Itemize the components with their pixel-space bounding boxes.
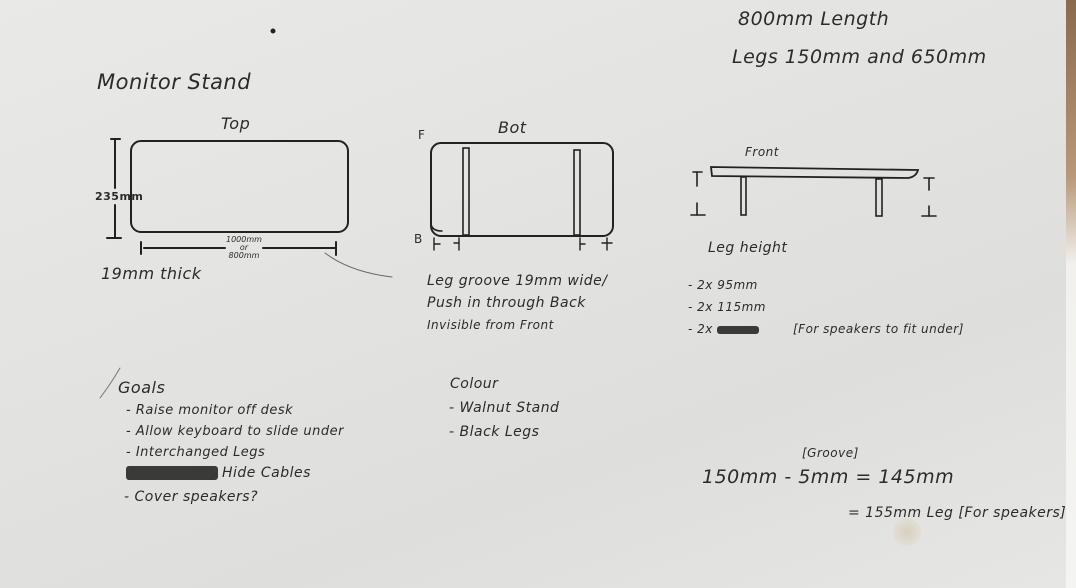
thickness-note: 19mm thick: [101, 264, 202, 283]
bottom-view-board: [430, 142, 614, 237]
goal-item: - Allow keyboard to slide under: [126, 424, 344, 439]
speaker-note: [For speakers to fit under]: [793, 322, 964, 336]
goal-item: - Cover speakers?: [124, 489, 259, 505]
bottom-view-label: Bot: [498, 118, 527, 137]
goal-item: - Interchanged Legs: [126, 445, 266, 460]
goal-item: - Raise monitor off desk: [126, 403, 294, 418]
front-marker: F: [418, 128, 426, 142]
goals-list: - Raise monitor off desk - Allow keyboar…: [124, 400, 344, 510]
groove-label: [Groove]: [802, 446, 859, 460]
groove-note: Invisible from Front: [427, 318, 554, 332]
colour-list: - Walnut Stand - Black Legs: [449, 396, 559, 444]
colour-title: Colour: [450, 376, 499, 392]
goals-title: Goals: [118, 378, 166, 397]
leg-height-item: - 2x 95mm: [688, 278, 758, 292]
calc-line-2: = 155mm Leg [For speakers]: [848, 505, 1067, 521]
leg-height-list: - 2x 95mm - 2x 115mm - 2x: [688, 274, 766, 340]
top-width-dimension: 1000mm or 800mm: [226, 235, 262, 260]
note-length: 800mm Length: [738, 8, 890, 30]
front-view-board: [709, 166, 920, 179]
note-legs: Legs 150mm and 650mm: [732, 46, 987, 68]
page-title: Monitor Stand: [97, 70, 252, 94]
groove-note: Push in through Back: [427, 295, 586, 311]
paper-stain: [893, 518, 921, 546]
scribbled-out-text: [717, 325, 760, 334]
leg-height-title: Leg height: [708, 240, 788, 256]
front-view-label: Front: [745, 145, 779, 159]
groove-note: Leg groove 19mm wide/: [427, 273, 608, 289]
colour-item: - Walnut Stand: [449, 400, 560, 416]
colour-item: - Black Legs: [449, 424, 540, 440]
scribbled-out-text: [126, 466, 218, 480]
calc-line-1: 150mm - 5mm = 145mm: [702, 466, 955, 488]
top-view-board: [130, 140, 349, 233]
top-view-label: Top: [221, 114, 251, 133]
top-height-dimension: 235mm: [95, 190, 144, 203]
back-marker: B: [414, 232, 423, 246]
desk-edge: [1066, 0, 1076, 588]
groove-notes: Leg groove 19mm wide/ Push in through Ba…: [427, 270, 607, 336]
leg-height-item: - 2x: [688, 318, 766, 340]
leg-height-item: - 2x 115mm: [688, 300, 766, 314]
goal-item: Hide Cables: [126, 463, 344, 484]
